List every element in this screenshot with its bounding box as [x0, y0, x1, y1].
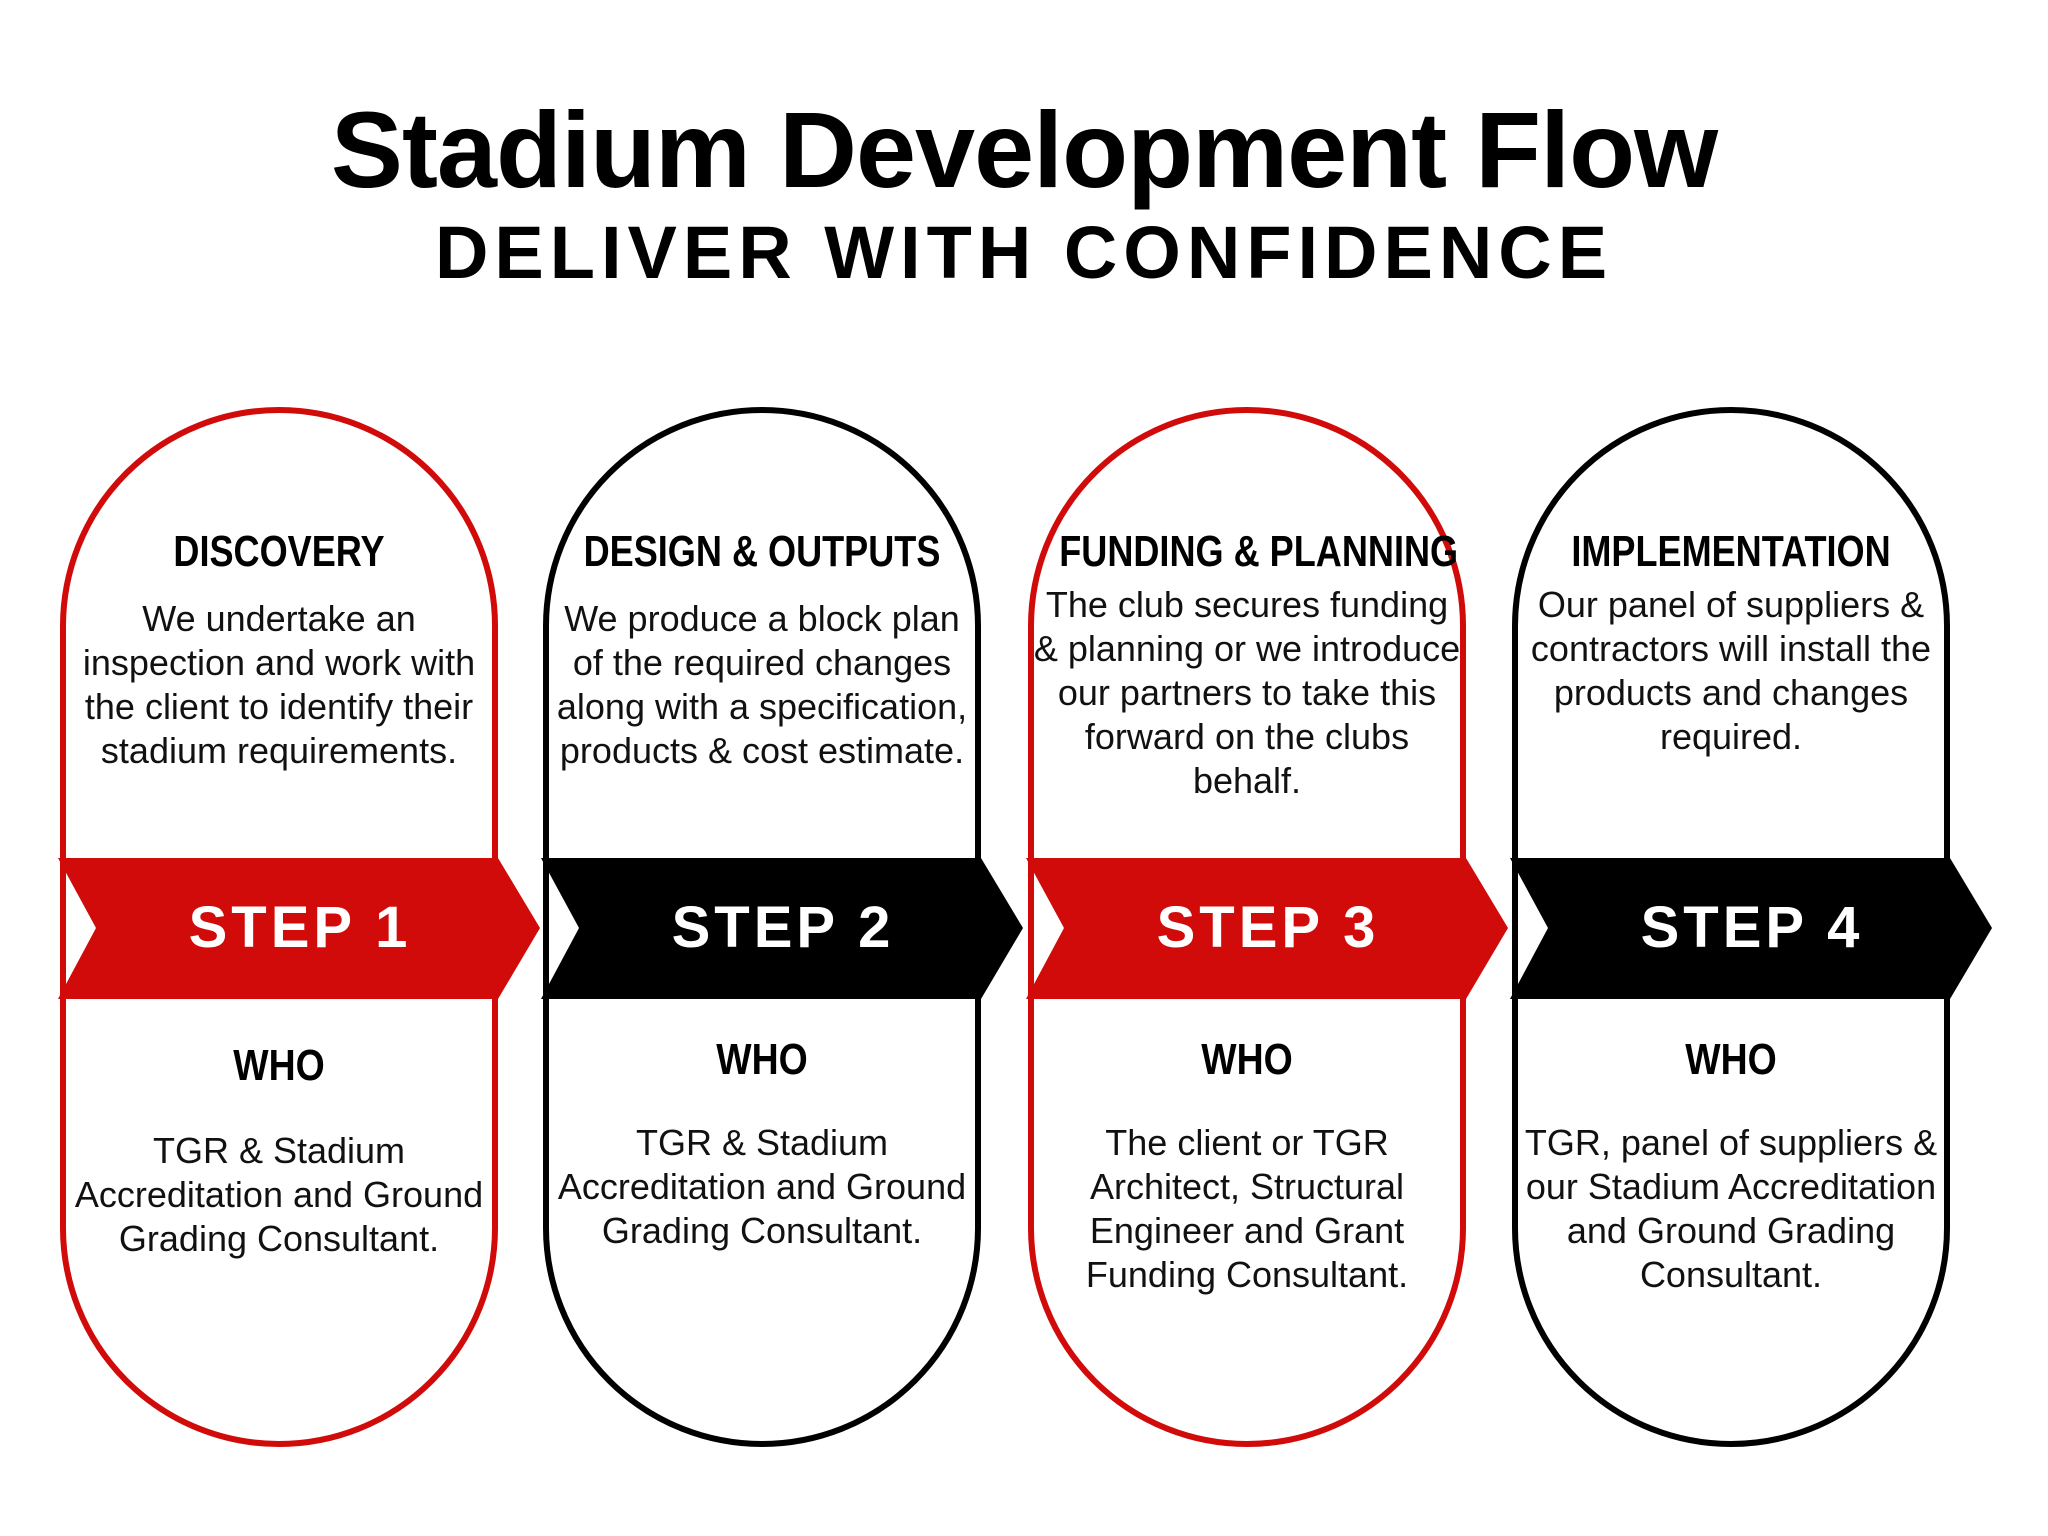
step-card-4: IMPLEMENTATION Our panel of suppliers & … [1510, 407, 1992, 1447]
step-description: We undertake an inspection and work with… [82, 598, 476, 771]
step-card-1: DISCOVERY We undertake an inspection and… [58, 407, 540, 1447]
step-heading: DESIGN & OUTPUTS [583, 527, 941, 576]
step-description: We produce a block plan of the required … [556, 598, 968, 771]
who-label: WHO [716, 1035, 808, 1084]
step-description: Our panel of suppliers & contractors wil… [1530, 584, 1932, 757]
step-heading: DISCOVERY [173, 527, 385, 576]
step-label: STEP 1 [188, 895, 412, 960]
who-text: TGR, panel of suppliers & our Stadium Ac… [1524, 1122, 1938, 1295]
step-label: STEP 2 [671, 895, 895, 960]
who-label: WHO [233, 1041, 325, 1090]
step-card-3: FUNDING & PLANNING The club secures fund… [1026, 407, 1508, 1447]
who-label: WHO [1685, 1035, 1777, 1084]
who-text: The client or TGR Architect, Structural … [1085, 1122, 1409, 1295]
step-label: STEP 3 [1156, 895, 1380, 960]
step-heading: IMPLEMENTATION [1571, 527, 1891, 576]
page-subtitle: DELIVER WITH CONFIDENCE [434, 211, 1614, 294]
who-text: TGR & Stadium Accreditation and Ground G… [557, 1122, 967, 1251]
page-title: Stadium Development Flow [330, 89, 1718, 210]
who-label: WHO [1201, 1035, 1293, 1084]
step-label: STEP 4 [1640, 895, 1864, 960]
step-card-2: DESIGN & OUTPUTS We produce a block plan… [541, 407, 1023, 1447]
step-description: The club secures funding & planning or w… [1033, 584, 1461, 801]
who-text: TGR & Stadium Accreditation and Ground G… [74, 1130, 484, 1259]
step-heading: FUNDING & PLANNING [1059, 527, 1459, 576]
